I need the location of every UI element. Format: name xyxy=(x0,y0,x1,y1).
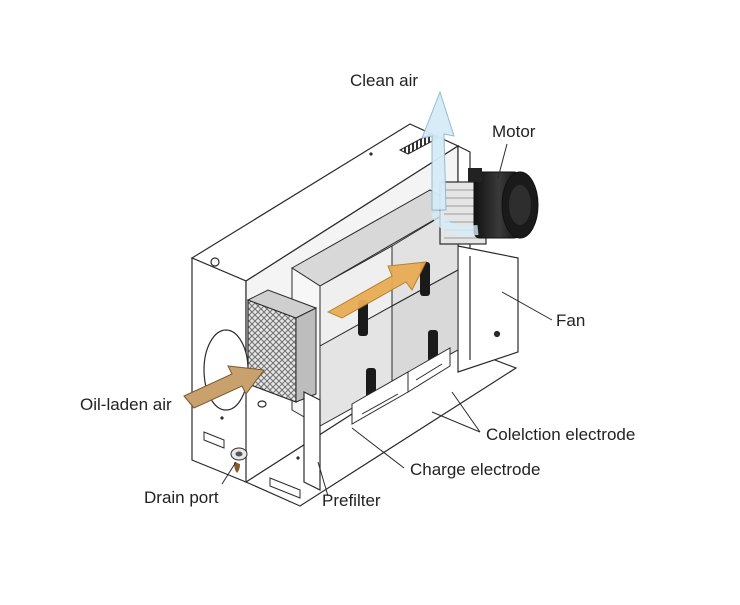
label-drain-port: Drain port xyxy=(144,488,219,507)
label-charge-electrode: Charge electrode xyxy=(410,460,540,479)
base-feet xyxy=(203,431,301,499)
insulators xyxy=(358,262,438,400)
rear-side-plate xyxy=(457,245,519,373)
label-fan: Fan xyxy=(556,311,585,330)
label-motor: Motor xyxy=(492,122,536,141)
label-prefilter: Prefilter xyxy=(322,491,381,510)
motor xyxy=(468,168,539,239)
prefilter-mesh xyxy=(246,289,318,403)
leader-lines xyxy=(221,143,553,497)
label-clean-air: Clean air xyxy=(350,71,418,90)
oil-laden-air-arrow xyxy=(183,365,265,409)
housing-details xyxy=(210,152,373,460)
clean-air-arrow xyxy=(421,90,479,236)
internal-airflow-arrow xyxy=(326,261,427,319)
collection-electrode-plates xyxy=(351,347,451,425)
drain-port xyxy=(230,447,248,473)
label-oil-laden-air: Oil-laden air xyxy=(80,395,172,414)
prefilter-frame xyxy=(303,391,321,491)
label-collection-electrode: Colelction electrode xyxy=(486,425,635,444)
